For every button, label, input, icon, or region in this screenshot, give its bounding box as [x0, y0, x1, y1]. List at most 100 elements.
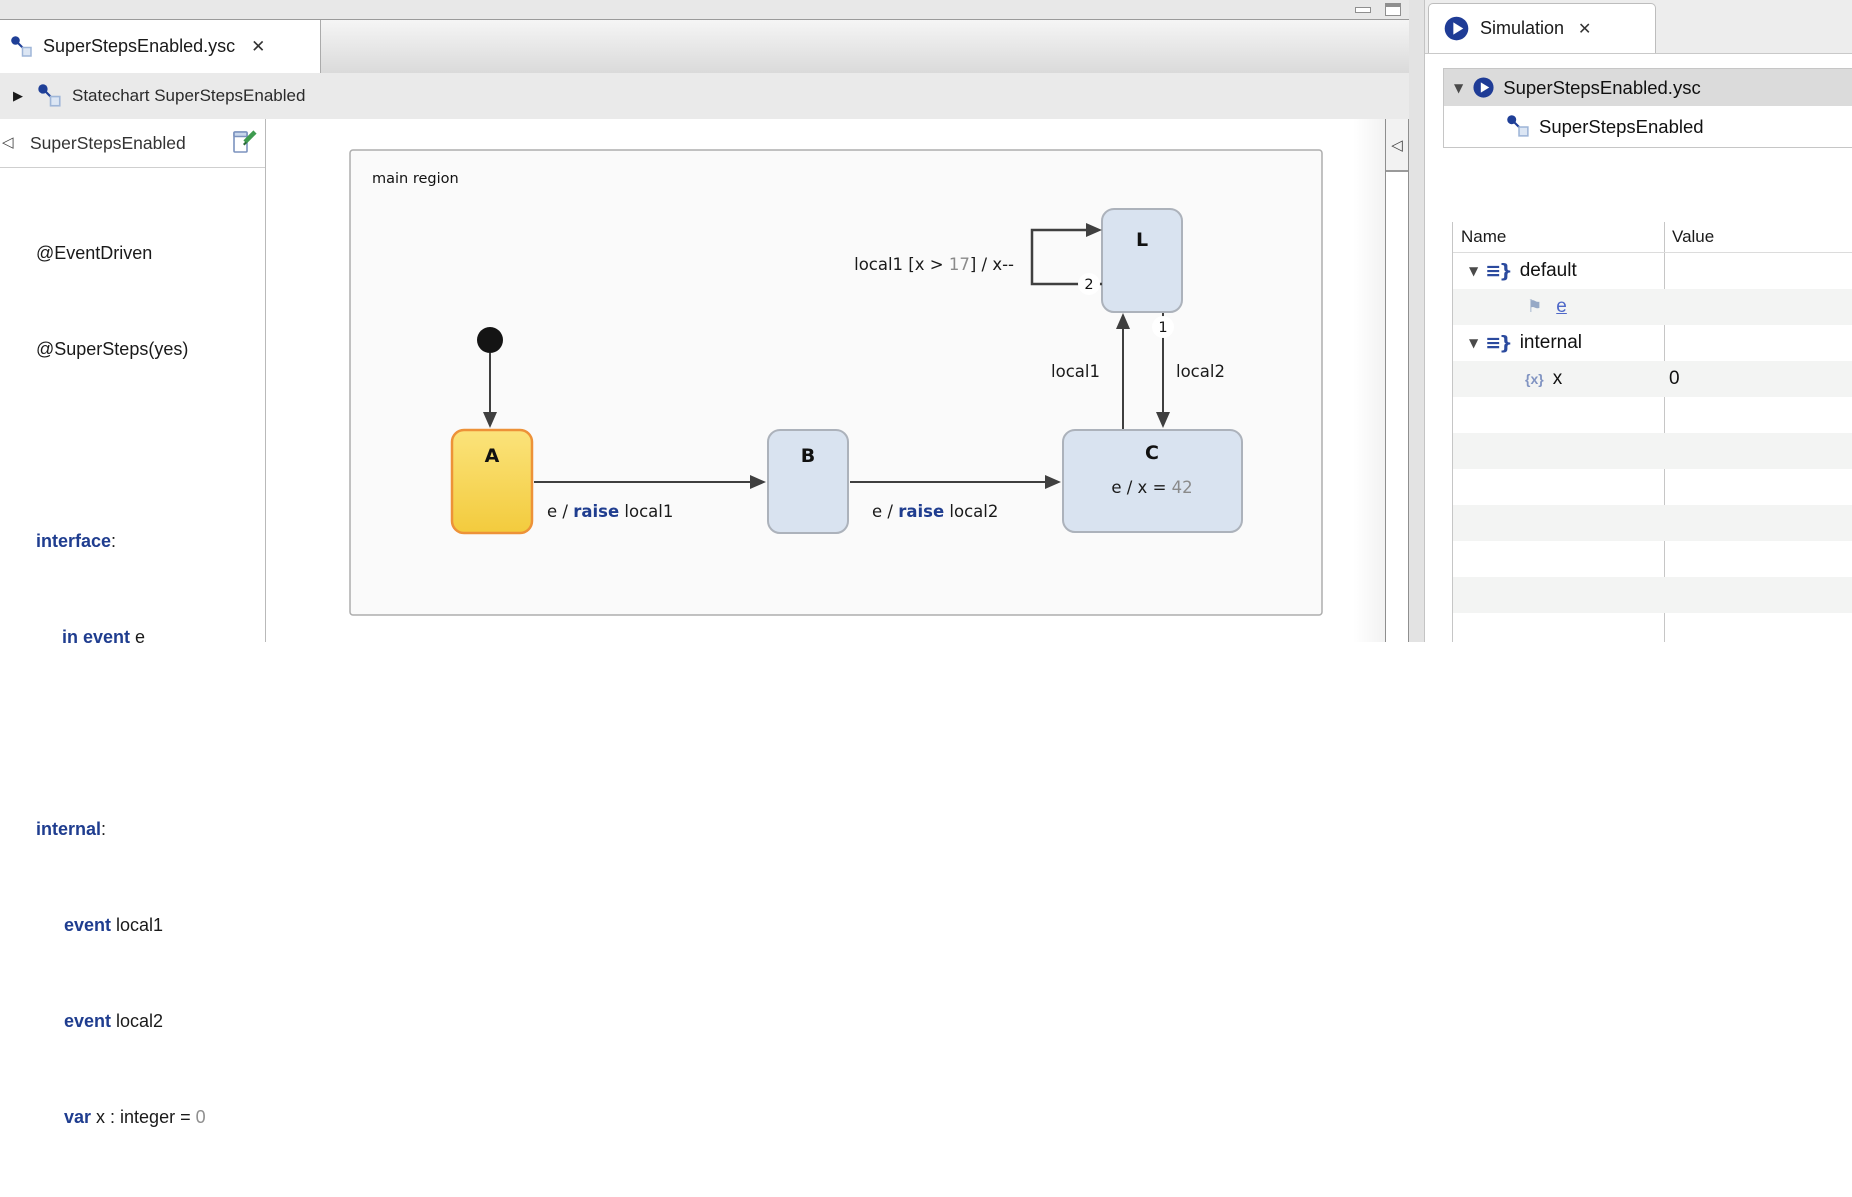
expander-down-icon[interactable]: ▼	[1454, 80, 1464, 95]
transition-L-self[interactable]	[1030, 228, 1102, 286]
palette-shadow	[1353, 119, 1385, 642]
state-C[interactable]: C e / x = 42	[1062, 429, 1243, 533]
table-row-empty	[1453, 613, 1852, 642]
table-row-empty	[1453, 397, 1852, 433]
minimize-view-icon[interactable]	[1355, 7, 1371, 13]
maximize-view-icon[interactable]	[1385, 3, 1401, 16]
keyword: event	[64, 1011, 112, 1031]
definition-panel-title: SuperStepsEnabled	[30, 132, 186, 153]
arrowhead-icon	[750, 475, 766, 489]
table-row-empty	[1453, 469, 1852, 505]
transition-L-self-label[interactable]: local1 [x > 17] / x--	[854, 255, 1014, 274]
palette-collapsed: ◁	[1385, 119, 1409, 642]
state-B-label: B	[801, 445, 815, 467]
scope-name: internal	[1519, 332, 1583, 353]
table-row-event-e[interactable]: ⚑ e	[1453, 289, 1852, 325]
region-label: main region	[372, 171, 459, 187]
collapse-left-icon[interactable]: ◁	[2, 133, 14, 151]
arrowhead-icon	[1116, 313, 1130, 329]
table-row-variable-x[interactable]: {x} x 0	[1453, 361, 1852, 397]
transition-L-to-C-label[interactable]: local2	[1176, 362, 1225, 381]
column-header-name[interactable]: Name	[1461, 227, 1507, 246]
simulation-tree: ▼ SuperStepsEnabled.ysc SuperStepsEnable…	[1443, 68, 1852, 148]
state-L-label: L	[1136, 229, 1148, 251]
event-e-link[interactable]: e	[1556, 296, 1567, 317]
arrowhead-icon	[1086, 223, 1102, 237]
definition-panel: ◁ SuperStepsEnabled @EventDriven @SuperS…	[0, 119, 266, 1127]
simulation-tab-title: Simulation	[1480, 18, 1565, 38]
definition-line: x : integer =	[91, 1107, 196, 1127]
scope-icon: ≡}	[1485, 332, 1512, 354]
tree-item-label: SuperStepsEnabled.ysc	[1503, 76, 1701, 98]
statechart-definition-text[interactable]: @EventDriven @SuperSteps(yes) interface:…	[0, 173, 265, 1197]
simulation-tab[interactable]: Simulation ✕	[1428, 3, 1656, 53]
definition-line: :	[111, 531, 117, 551]
state-A-label: A	[485, 445, 500, 467]
table-row-empty	[1453, 505, 1852, 541]
breadcrumb-label[interactable]: Statechart SuperStepsEnabled	[72, 86, 306, 105]
transition-A-to-B-label[interactable]: e / raise local1	[547, 502, 673, 521]
definition-line: @SuperSteps(yes)	[36, 339, 189, 359]
arrowhead-icon	[1156, 412, 1170, 428]
simulation-tab-strip: Simulation ✕	[1425, 0, 1852, 54]
initial-state[interactable]	[477, 327, 503, 353]
palette-expand-button[interactable]: ◁	[1386, 119, 1408, 172]
statechart-icon	[1507, 115, 1529, 137]
tree-item-statechart[interactable]: SuperStepsEnabled	[1444, 106, 1852, 147]
table-row-empty	[1453, 577, 1852, 613]
priority-badge	[1152, 316, 1174, 338]
column-divider[interactable]	[1664, 222, 1665, 642]
collapse-left-icon: ◁	[1391, 135, 1403, 154]
edit-icon[interactable]	[230, 129, 257, 156]
number-literal: 0	[195, 1107, 206, 1127]
statechart-icon	[38, 84, 61, 107]
editor-tab-title: SuperStepsEnabled.ysc	[43, 36, 236, 56]
simulation-variables-table: Name Value ▼ ≡} default ⚑ e ▼ ≡} interna…	[1452, 222, 1852, 642]
keyword: internal	[36, 819, 102, 839]
transition-L-to-C-priority: 1	[1158, 320, 1167, 336]
sash-divider[interactable]	[1409, 0, 1425, 642]
editor-tab[interactable]: SuperStepsEnabled.ysc ✕	[0, 20, 321, 73]
simulation-play-icon	[1473, 77, 1494, 98]
keyword: in event	[62, 627, 131, 647]
definition-panel-header: ◁ SuperStepsEnabled	[0, 119, 265, 168]
close-icon[interactable]: ✕	[251, 36, 266, 57]
transition-L-self-priority: 2	[1084, 277, 1093, 293]
tree-item-label: SuperStepsEnabled	[1539, 115, 1704, 137]
simulation-play-icon	[1444, 16, 1469, 41]
state-C-label: C	[1145, 442, 1159, 464]
state-C-action: e / x = 42	[1111, 478, 1192, 497]
transition-C-to-L-label[interactable]: local1	[1051, 362, 1100, 381]
expander-down-icon[interactable]: ▼	[1469, 264, 1479, 278]
scope-name: default	[1519, 260, 1577, 281]
keyword: interface	[36, 531, 112, 551]
close-icon[interactable]: ✕	[1578, 19, 1592, 38]
column-header-value[interactable]: Value	[1672, 227, 1715, 246]
chevron-right-icon[interactable]: ▶	[13, 88, 23, 104]
breadcrumb: ▶ Statechart SuperStepsEnabled	[0, 73, 1409, 120]
state-B[interactable]: B	[767, 429, 849, 534]
editor-tab-strip: SuperStepsEnabled.ysc ✕	[0, 20, 1409, 75]
table-row-default-scope[interactable]: ▼ ≡} default	[1453, 253, 1852, 289]
state-A[interactable]: A	[450, 428, 534, 535]
state-L[interactable]: L	[1101, 208, 1183, 313]
table-row-empty	[1453, 433, 1852, 469]
definition-line: :	[101, 819, 107, 839]
expander-down-icon[interactable]: ▼	[1469, 336, 1479, 350]
arrowhead-icon	[1045, 475, 1061, 489]
definition-line: e	[130, 627, 146, 647]
keyword: event	[64, 915, 112, 935]
variable-name: x	[1552, 368, 1563, 389]
table-row-empty	[1453, 541, 1852, 577]
table-row-internal-scope[interactable]: ▼ ≡} internal	[1453, 325, 1852, 361]
priority-badge	[1078, 273, 1100, 295]
statechart-diagram: main region A e / raise local1 B e / rai…	[349, 149, 1323, 616]
table-header: Name Value	[1453, 222, 1852, 253]
keyword: var	[64, 1107, 92, 1127]
transition-B-to-C-label[interactable]: e / raise local2	[872, 502, 998, 521]
simulation-view: Simulation ✕ ▼ SuperStepsEnabled.ysc Sup…	[1425, 0, 1852, 642]
tree-item-statechart-file[interactable]: ▼ SuperStepsEnabled.ysc	[1444, 69, 1852, 106]
scope-icon: ≡}	[1485, 260, 1512, 282]
variable-value: 0	[1669, 368, 1680, 389]
window-toolbar	[0, 0, 1409, 20]
